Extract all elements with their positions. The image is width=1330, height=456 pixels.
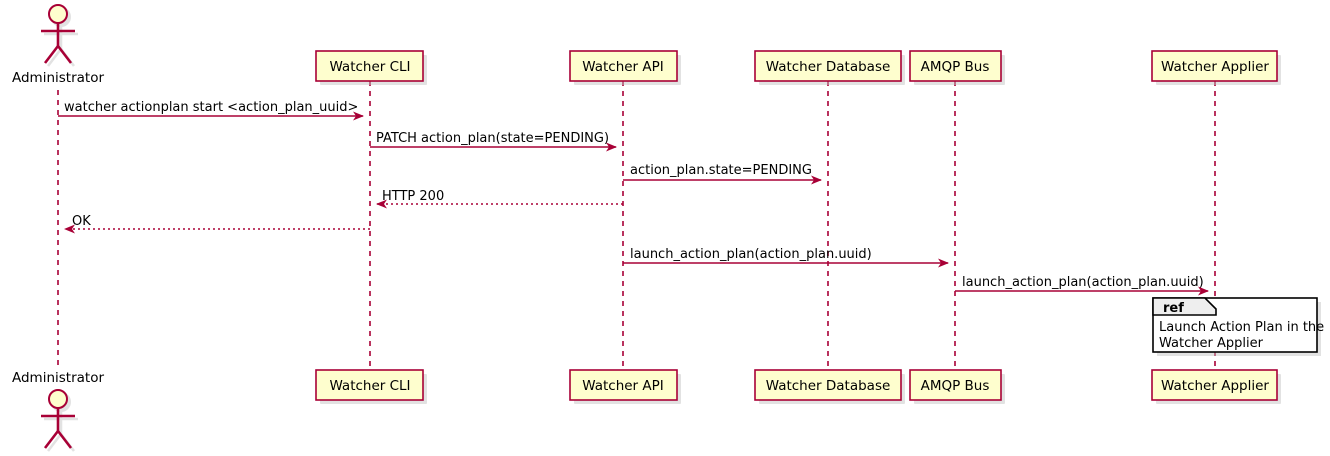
actor-administrator-top[interactable]: Administrator — [12, 4, 104, 86]
participant-box-applier-bottom[interactable]: Watcher Applier — [1151, 369, 1281, 404]
message-label: PATCH action_plan(state=PENDING) — [376, 131, 609, 146]
participant-label-cli-bottom: Watcher CLI — [329, 378, 410, 394]
actor-label-administrator-top: Administrator — [12, 70, 104, 86]
participant-rect — [315, 369, 424, 401]
participant-box-amqp-top[interactable]: AMQP Bus — [909, 50, 1005, 85]
message-label: HTTP 200 — [382, 189, 444, 204]
participant-rect — [909, 369, 1002, 401]
actor-leg-left-bottom-icon — [43, 430, 60, 449]
message-label: watcher actionplan start <action_plan_uu… — [64, 100, 358, 115]
actor-administrator-bottom[interactable]: Administrator — [12, 370, 104, 452]
participant-rect — [1151, 50, 1278, 82]
participant-box-api-bottom[interactable]: Watcher API — [569, 369, 681, 404]
participant-rect — [909, 50, 1002, 82]
participant-label-db-bottom: Watcher Database — [766, 378, 891, 394]
participant-label-amqp-top: AMQP Bus — [921, 59, 990, 75]
participant-box-amqp-bottom[interactable]: AMQP Bus — [909, 369, 1005, 404]
participant-label-cli-top: Watcher CLI — [329, 59, 410, 75]
participant-box-applier-top[interactable]: Watcher Applier — [1151, 50, 1281, 85]
participant-rect — [754, 50, 902, 82]
message-label: action_plan.state=PENDING — [630, 163, 812, 178]
actor-head-icon — [48, 4, 68, 24]
message-1-watcher-actionplan-start[interactable]: watcher actionplan start <action_plan_uu… — [58, 100, 364, 121]
participant-rect — [569, 50, 678, 82]
ref-tab-label: ref — [1163, 301, 1184, 316]
message-4-http-200[interactable]: HTTP 200 — [376, 189, 623, 209]
participant-label-applier-top: Watcher Applier — [1161, 59, 1269, 75]
participant-rect — [754, 369, 902, 401]
ref-tab-shape — [1152, 297, 1217, 316]
ref-fragment[interactable]: ref Launch Action Plan in the Watcher Ap… — [1152, 297, 1324, 356]
message-7-launch-action-plan-applier[interactable]: launch_action_plan(action_plan.uuid) — [955, 275, 1209, 296]
message-label: OK — [72, 214, 91, 229]
participant-box-db-top[interactable]: Watcher Database — [754, 50, 905, 85]
participant-box-api-top[interactable]: Watcher API — [569, 50, 681, 85]
ref-body-line-2: Watcher Applier — [1159, 336, 1264, 351]
participant-label-api-bottom: Watcher API — [582, 378, 664, 394]
participant-label-api-top: Watcher API — [582, 59, 664, 75]
participant-box-db-bottom[interactable]: Watcher Database — [754, 369, 905, 404]
participant-label-amqp-bottom: AMQP Bus — [921, 378, 990, 394]
ref-body-line-1: Launch Action Plan in the — [1159, 320, 1324, 335]
participant-label-applier-bottom: Watcher Applier — [1161, 378, 1269, 394]
participant-box-cli-top[interactable]: Watcher CLI — [315, 50, 427, 85]
message-label: launch_action_plan(action_plan.uuid) — [962, 275, 1204, 290]
message-label: launch_action_plan(action_plan.uuid) — [630, 247, 872, 262]
actor-label-administrator-bottom: Administrator — [12, 370, 104, 386]
message-5-ok[interactable]: OK — [64, 214, 370, 234]
actor-leg-right-bottom-icon — [56, 430, 73, 449]
message-6-launch-action-plan-amqp[interactable]: launch_action_plan(action_plan.uuid) — [623, 247, 949, 268]
participant-label-db-top: Watcher Database — [766, 59, 891, 75]
participant-box-cli-bottom[interactable]: Watcher CLI — [315, 369, 427, 404]
message-3-action-plan-state-pending[interactable]: action_plan.state=PENDING — [623, 163, 822, 185]
message-2-patch-action-plan[interactable]: PATCH action_plan(state=PENDING) — [370, 131, 617, 152]
actor-leg-right-icon — [56, 45, 73, 64]
participant-rect — [1151, 369, 1278, 401]
lifelines-group — [57, 81, 1216, 370]
participant-rect — [315, 50, 424, 82]
actor-leg-left-icon — [43, 45, 60, 64]
participant-rect — [569, 369, 678, 401]
actor-head-bottom-icon — [48, 389, 68, 409]
